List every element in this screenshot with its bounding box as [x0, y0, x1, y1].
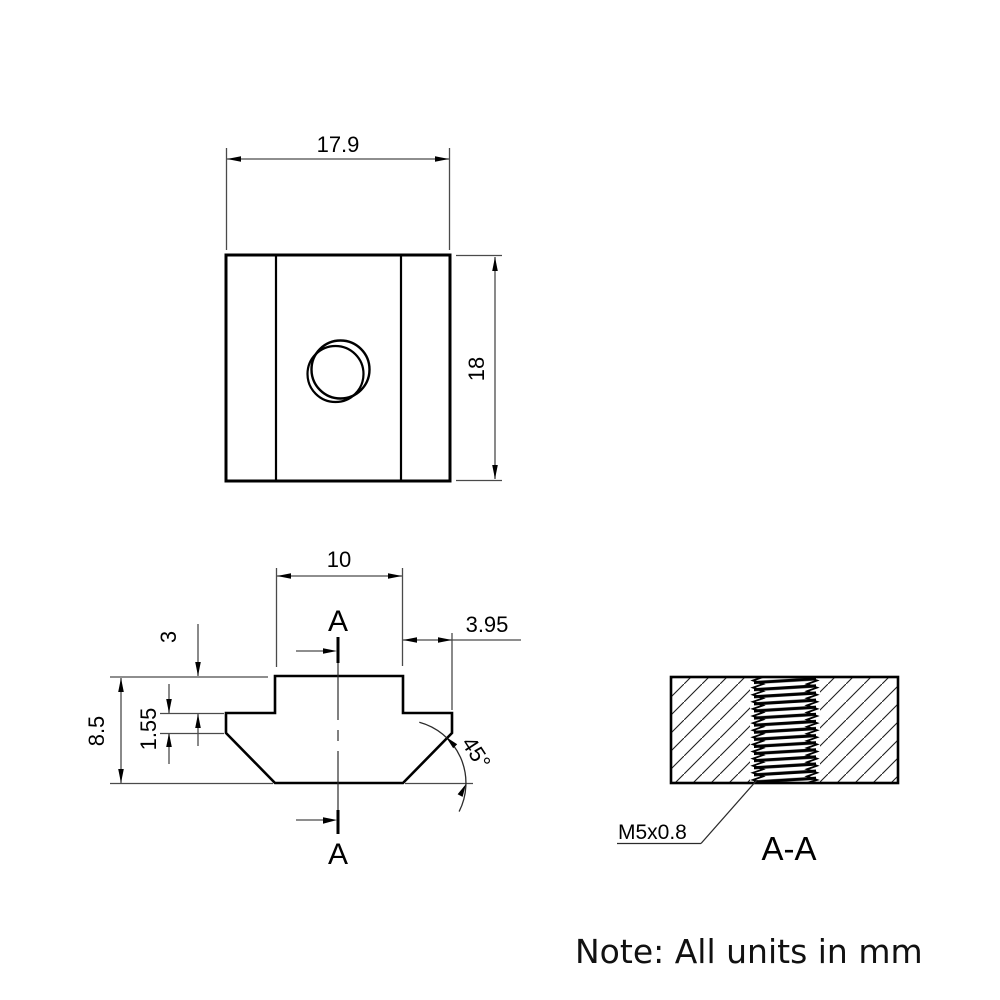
arrow-right [388, 573, 402, 579]
arrow-up [166, 733, 172, 747]
section-view: M5x0.8 A-A [617, 675, 900, 867]
cutting-plane-line: A A [296, 605, 348, 871]
arrow-up [492, 257, 498, 271]
thread-hole-circle-inner [306, 344, 365, 404]
arrow-right [438, 637, 452, 643]
arrow-left [403, 637, 417, 643]
thread-crest-edge-right [804, 676, 820, 784]
nut-profile-outline [224, 674, 454, 785]
arrow-down [166, 699, 172, 713]
section-direction-arrow-top [323, 648, 337, 654]
arc-arrow-upper [446, 737, 458, 749]
dim-angle-label: 45° [457, 732, 496, 774]
dim-height-label: 18 [464, 357, 489, 381]
dim-lip-height-label: 1.55 [136, 708, 161, 751]
arrow-left [277, 573, 291, 579]
section-title-label: A-A [761, 830, 816, 867]
section-arrow-label-bottom: A [328, 838, 348, 871]
arrow-up [118, 678, 124, 692]
dim-top-width-label: 10 [327, 547, 351, 572]
thread-zone [754, 678, 816, 782]
dimension-head-height-3: 3 [156, 624, 201, 746]
angle-arc [419, 721, 467, 812]
thread-crest-edge-left [750, 676, 766, 784]
units-note: Note: All units in mm [575, 932, 923, 971]
section-arrow-label-top: A [328, 605, 348, 638]
arrow-left [227, 156, 241, 162]
dim-step-width-label: 3.95 [466, 612, 509, 637]
dim-total-height-label: 8.5 [84, 716, 109, 747]
dimension-lip-height-1-55: 1.55 [136, 684, 224, 764]
dim-head-height-label: 3 [156, 631, 181, 643]
arc-arrow-lower [457, 784, 466, 797]
arrow-up [195, 714, 201, 728]
thread-callout: M5x0.8 [617, 779, 758, 845]
arrow-down [118, 769, 124, 783]
hatch-right [820, 678, 897, 782]
nut-top-outline [224, 253, 452, 483]
thread-callout-label: M5x0.8 [618, 821, 687, 844]
dimension-total-height-8-5: 8.5 [84, 676, 273, 785]
arrow-down [195, 662, 201, 676]
arrow-down [492, 465, 498, 479]
hatch-left [672, 678, 750, 782]
front-view: A A 10 3.95 3 [84, 547, 521, 871]
dimension-height-18: 18 [456, 254, 502, 482]
leader-line [700, 779, 758, 844]
thread-hole-circle-outer [310, 339, 371, 400]
dimension-top-width-10: 10 [275, 547, 404, 667]
section-direction-arrow-bottom [323, 817, 337, 824]
section-body-outline [669, 675, 900, 785]
arrow-right [435, 156, 449, 162]
dimension-width-17-9: 17.9 [225, 132, 451, 250]
dimension-step-width-3-95: 3.95 [403, 612, 521, 710]
top-view: 17.9 18 [224, 132, 502, 483]
dim-width-label: 17.9 [317, 132, 360, 157]
